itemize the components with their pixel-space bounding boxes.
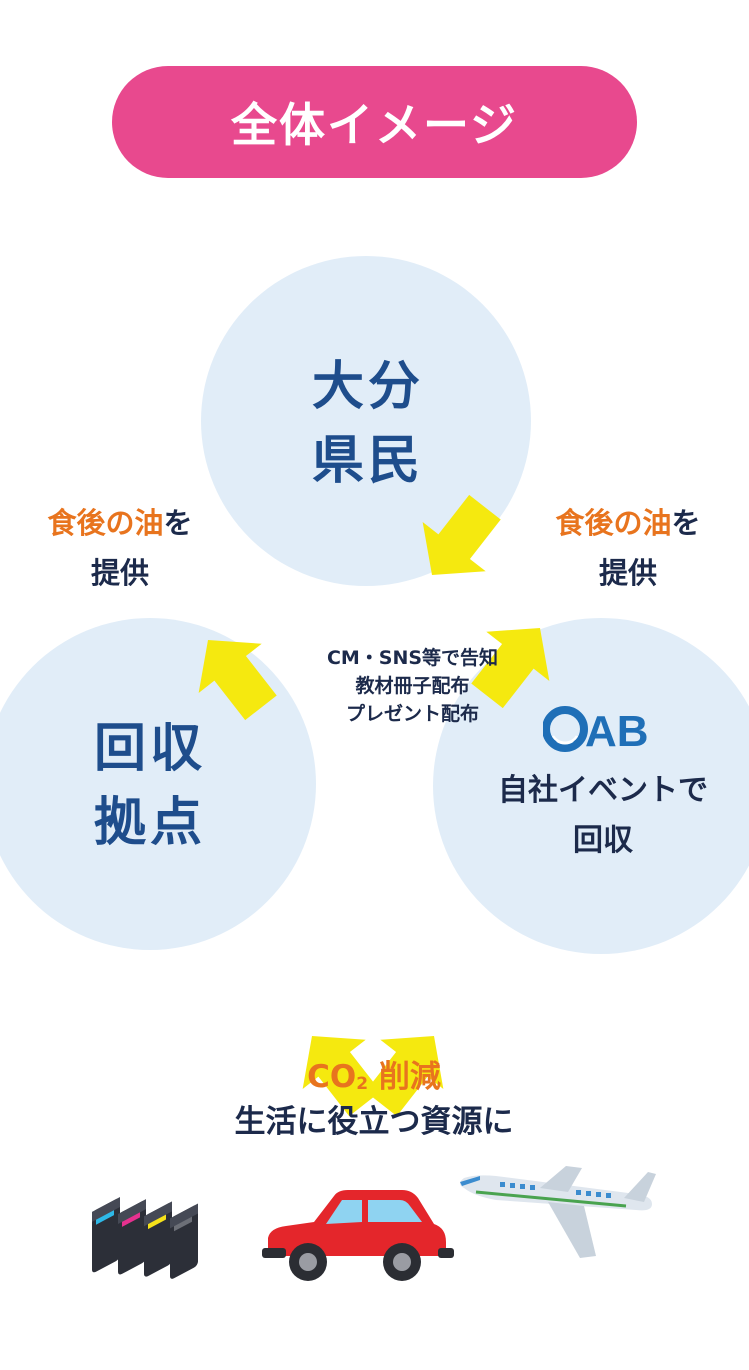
oab-logo-text: AB [585, 707, 649, 752]
arrow-to-collection [198, 640, 277, 721]
edge-left-label: 食後の油を 提供 [20, 498, 220, 598]
center-note-1: CM・SNS等で告知 [326, 647, 499, 669]
oab-line1: 自社イベントで [498, 773, 708, 808]
co2-prefix: CO [307, 1059, 357, 1095]
co2-reduction-label: CO2 削減 [174, 1056, 574, 1105]
edge-right-suffix: を [671, 506, 701, 540]
page-title-text: 全体イメージ [230, 98, 519, 152]
arrow-to-oab [471, 628, 550, 709]
arrow-to-residents [422, 494, 501, 575]
edge-left-suffix: を [163, 506, 193, 540]
airplane-icon [460, 1166, 656, 1258]
edge-right-line2: 提供 [598, 556, 657, 590]
residents-label: 大分 県民 [268, 350, 468, 498]
oab-label: 自社イベントで 回収 [468, 766, 738, 866]
edge-right-label: 食後の油を 提供 [528, 498, 728, 598]
residents-line2: 県民 [311, 431, 424, 491]
collection-point-circle [0, 618, 316, 950]
arrow-oab-to-result [365, 1036, 444, 1117]
collection-point-label: 回収 拠点 [50, 712, 250, 860]
center-note-3: プレゼント配布 [345, 703, 479, 725]
edge-left-highlight: 食後の油 [47, 506, 164, 540]
center-notes: CM・SNS等で告知 教材冊子配布 プレゼント配布 [300, 644, 525, 728]
collection-line2: 拠点 [93, 793, 206, 853]
car-icon [262, 1190, 454, 1281]
co2-subscript: 2 [356, 1074, 369, 1094]
resource-label: 生活に役立つ資源に [234, 1104, 514, 1140]
edge-right-highlight: 食後の油 [555, 506, 672, 540]
oab-logo: AB [543, 706, 649, 752]
edge-left-line2: 提供 [90, 556, 149, 590]
page-title: 全体イメージ [112, 66, 637, 178]
center-note-2: 教材冊子配布 [355, 675, 470, 697]
co2-suffix: 削減 [378, 1059, 441, 1095]
collection-line1: 回収 [93, 719, 206, 779]
oab-line2: 回収 [573, 823, 633, 858]
residents-line1: 大分 [311, 357, 424, 417]
arrow-collection-to-result [302, 1036, 381, 1117]
ink-cartridges-icon [92, 1196, 198, 1279]
